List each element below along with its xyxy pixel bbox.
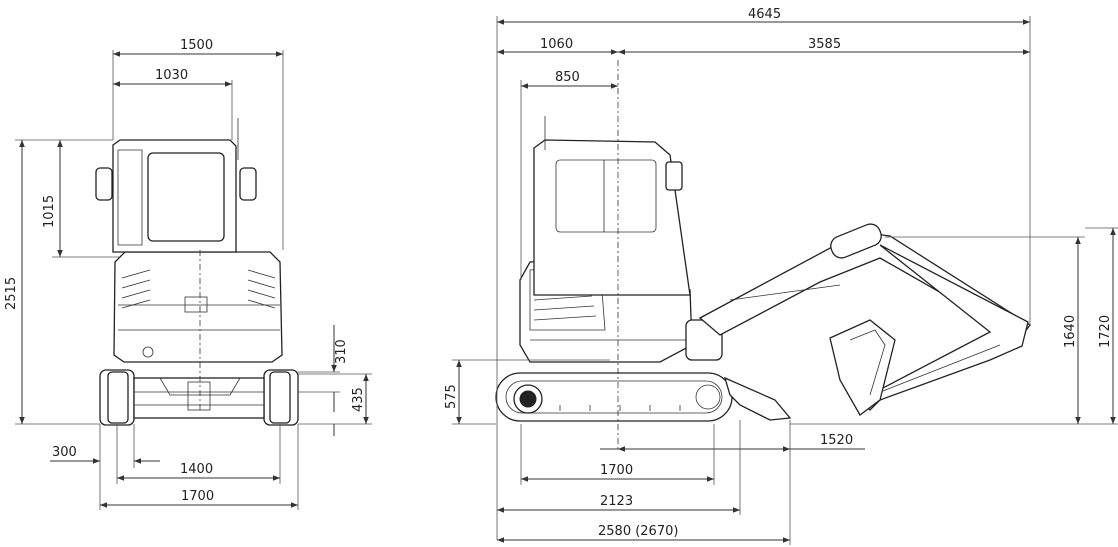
front-track-gauge: 1400 [180, 462, 213, 477]
side-tail-radius: 850 [555, 70, 580, 85]
side-overall-length: 4645 [748, 7, 781, 22]
front-track-height: 435 [351, 387, 366, 412]
side-view: 4645 1060 3585 850 575 1640 1720 1520 [444, 7, 1118, 545]
front-view: 1500 1030 2515 1015 310 435 300 [4, 38, 372, 510]
side-boom-height-1: 1640 [1063, 315, 1078, 348]
front-width-cab: 1030 [155, 68, 188, 83]
front-undercarriage-width: 1700 [181, 489, 214, 504]
side-center-to-front: 3585 [808, 37, 841, 52]
front-width-overall: 1500 [180, 38, 213, 53]
side-rear-to-center: 1060 [540, 37, 573, 52]
front-cab-height: 1015 [42, 195, 57, 228]
front-overall-height: 2515 [4, 277, 19, 310]
front-view-machine [95, 118, 299, 426]
front-ground-clearance: 310 [334, 339, 349, 364]
side-view-machine [495, 60, 1031, 450]
side-blade-height: 575 [444, 384, 459, 409]
side-track-length: 2123 [600, 494, 633, 509]
front-shoe-width: 300 [52, 445, 77, 460]
side-tumbler-distance: 1700 [600, 463, 633, 478]
side-blade-reach: 1520 [820, 433, 853, 448]
side-boom-height-2: 1720 [1098, 315, 1113, 348]
side-length-to-blade: 2580 (2670) [598, 524, 678, 539]
